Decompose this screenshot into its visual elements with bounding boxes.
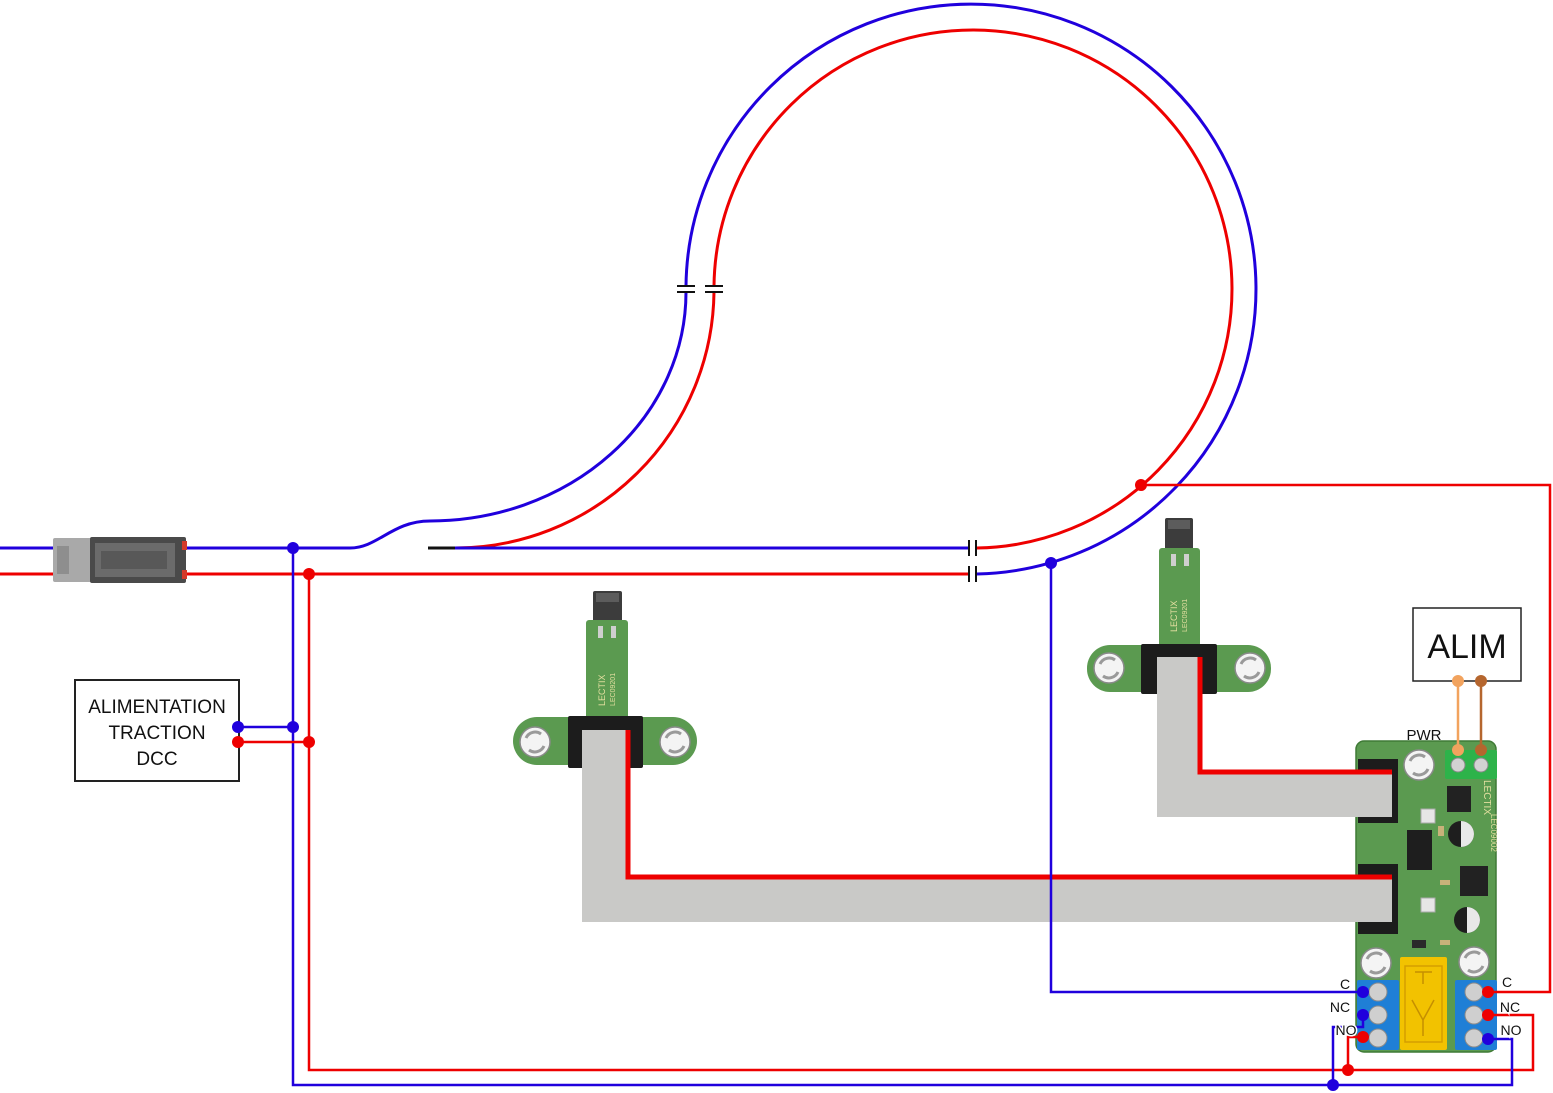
power-supply-box: ALIM [1412,607,1522,682]
terminal-dot-right-nc [1482,1009,1494,1021]
power-dot-brown [1475,675,1487,687]
mounting-hole [659,726,691,758]
joint-inner-left [705,285,723,293]
joint-bottom-right [968,566,977,582]
label-left-c: C [1340,976,1350,992]
power-terminal-block [1445,750,1497,779]
transistor [1460,866,1488,896]
junction-dot-blue [1045,557,1057,569]
dcc-supply-box: ALIMENTATION TRACTION DCC [74,679,240,782]
junction-dot-blue [1327,1079,1339,1091]
junction-dot-blue [287,542,299,554]
sensor-stem [1159,548,1200,652]
label-right-no: NO [1501,1022,1522,1038]
sensor-stem [586,620,628,724]
board-ref: LEC09002 [1489,814,1498,852]
dcc-terminal-blue [232,721,244,733]
screw-terminal [1464,982,1484,1002]
mounting-hole [519,726,551,758]
dcc-label-line1: ALIMENTATION [88,697,226,718]
power-dot-brown [1475,744,1487,756]
rail-outer-entry [0,291,688,550]
led [1420,897,1436,913]
wire-red-loop [1141,483,1552,994]
relay-labels-left: C NC NO [1328,975,1358,1040]
power-dot-orange [1452,744,1464,756]
insulating-joints [677,285,977,582]
connection-dots [232,479,1494,1091]
screw-terminal [1464,1028,1484,1048]
capacitor [1454,907,1480,933]
terminal-dot-left-no [1357,1031,1369,1043]
mounting-hole [1234,652,1266,684]
rail-inner-loop [712,28,1234,550]
screw-terminal [1368,1005,1388,1025]
wire-blue-right-no [1333,1037,1514,1087]
screw-terminal [1473,757,1489,773]
terminal-dot-right-c [1482,986,1494,998]
junction-dot-red [1342,1064,1354,1076]
joint-outer-left [677,285,695,293]
relay-labels-right: C NC NO [1498,973,1523,1040]
capacitor [1448,821,1474,847]
relay-terminal-block-left [1357,980,1399,1050]
sensor-ref: LEC09201 [1182,599,1189,632]
power-dot-orange [1452,675,1464,687]
power-supply-label: ALIM [1427,628,1506,666]
track-rails [0,2,1258,576]
junction-dot-red [1135,479,1147,491]
relay [1400,957,1447,1050]
mounting-hole [1458,946,1490,978]
sensor-brand: LECTIX [597,674,607,706]
dcc-label-line2: TRACTION [108,723,205,744]
sensor-brand: LECTIX [1169,600,1179,632]
board-brand: LECTIX [1481,780,1492,815]
screw-terminal [1450,757,1466,773]
terminal-dot-left-nc [1357,1009,1369,1021]
screw-terminal [1464,1005,1484,1025]
wire-blue-loop [1049,563,1363,994]
label-left-nc: NC [1330,999,1350,1015]
regulator [1447,786,1471,812]
sensor-ref: LEC09201 [610,673,617,706]
mounting-hole [1093,652,1125,684]
label-right-nc: NC [1500,999,1520,1015]
wire-red-right-nc [1348,1013,1535,1072]
led [1420,808,1436,824]
junction-dot-red [303,568,315,580]
locomotive [53,537,187,583]
terminal-dot-left-c [1357,986,1369,998]
mounting-hole [1360,947,1392,979]
label-right-c: C [1502,974,1512,990]
ribbon-cable-left-sensor [582,730,1392,922]
rail-outer-loop [684,2,1258,576]
rail-inner-loop-entry [454,291,716,550]
mounting-hole [1403,749,1435,781]
junction-dot-red [303,736,315,748]
screw-terminal [1368,1028,1388,1048]
junction-dot-blue [287,721,299,733]
ic-chip [1407,830,1432,870]
ribbon-cable-right-sensor [1157,657,1392,817]
dcc-label-line3: DCC [136,749,177,770]
terminal-dot-right-no [1482,1033,1494,1045]
label-left-no: NO [1336,1022,1357,1038]
screw-terminal [1368,982,1388,1002]
power-label: PWR [1407,727,1442,744]
joint-top-right [968,540,977,556]
dcc-terminal-red [232,736,244,748]
